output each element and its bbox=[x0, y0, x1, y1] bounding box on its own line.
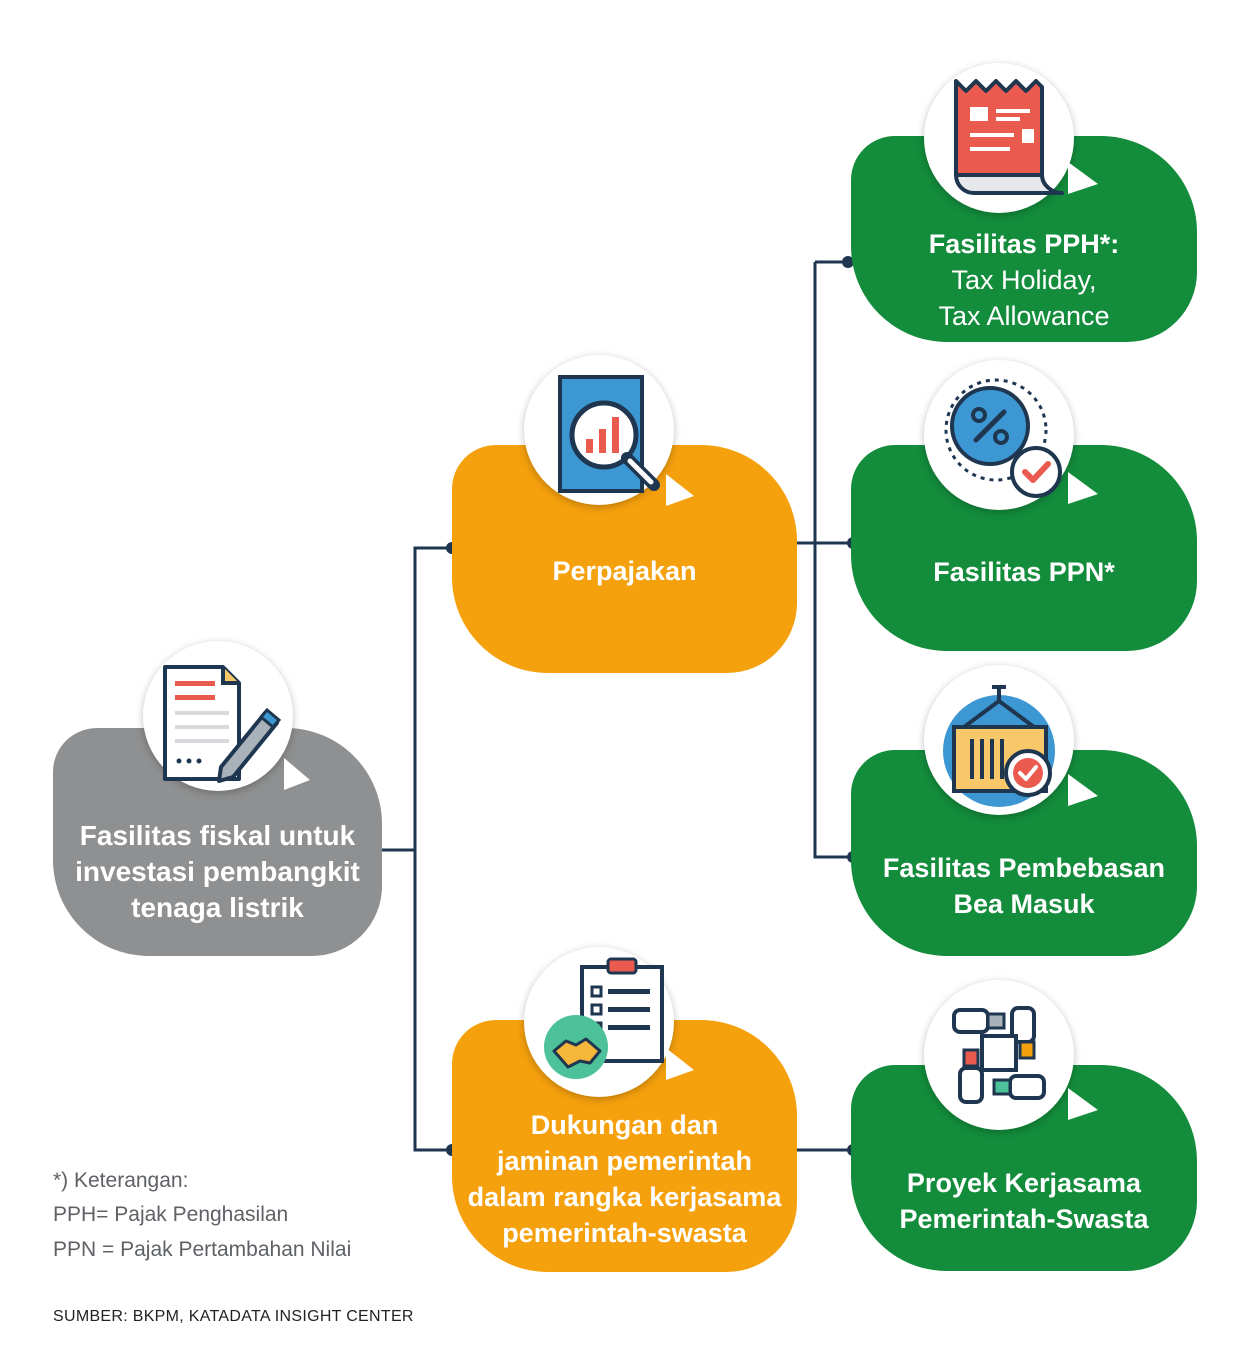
receipt-icon bbox=[954, 79, 1064, 195]
pph-node: Fasilitas PPH*: Tax Holiday, Tax Allowan… bbox=[851, 136, 1197, 342]
pph-title: Fasilitas PPH*: bbox=[928, 229, 1120, 259]
dukungan-label-line-1: Dukungan dan bbox=[530, 1110, 719, 1140]
handshake-clipboard-icon bbox=[544, 957, 664, 1079]
root-label-line-2: investasi pembangkit bbox=[75, 856, 360, 887]
hands-cooperation-icon bbox=[952, 1006, 1046, 1104]
perpajakan-label: Perpajakan bbox=[552, 556, 697, 586]
pph-bubble-tail bbox=[1068, 162, 1098, 194]
perpajakan-icon-bubble bbox=[524, 355, 674, 505]
bea-masuk-bubble-tail bbox=[1068, 774, 1098, 806]
report-magnifier-icon bbox=[558, 375, 660, 493]
dukungan-icon-bubble bbox=[524, 947, 674, 1097]
pph-icon-bubble bbox=[924, 63, 1074, 213]
notes-heading: *) Keterangan: bbox=[53, 1169, 189, 1192]
root-label-line-3: tenaga listrik bbox=[131, 892, 304, 923]
kps-label-line-2: Pemerintah-Swasta bbox=[899, 1204, 1149, 1234]
kps-icon-bubble bbox=[924, 980, 1074, 1130]
kps-bubble-tail bbox=[1068, 1088, 1098, 1120]
bea-masuk-icon-bubble bbox=[924, 665, 1074, 815]
bea-label-line-1: Fasilitas Pembebasan bbox=[882, 853, 1166, 883]
perpajakan-bubble-tail bbox=[666, 474, 694, 506]
ppn-bubble-tail bbox=[1068, 472, 1098, 504]
root-label-line-1: Fasilitas fiskal untuk bbox=[79, 820, 356, 851]
dukungan-bubble-tail bbox=[666, 1048, 694, 1080]
pph-line-1: Tax Holiday, bbox=[951, 265, 1097, 295]
kps-label-line-1: Proyek Kerjasama bbox=[906, 1168, 1142, 1198]
root-bubble-tail bbox=[284, 758, 310, 790]
ppn-icon-bubble bbox=[924, 360, 1074, 510]
root-node: Fasilitas fiskal untuk investasi pembang… bbox=[53, 728, 382, 956]
dukungan-label-line-3: dalam rangka kerjasama bbox=[467, 1182, 782, 1212]
notes-ppn: PPN = Pajak Pertambahan Nilai bbox=[53, 1238, 352, 1261]
dukungan-label-line-2: jaminan pemerintah bbox=[496, 1146, 753, 1176]
root-icon-bubble bbox=[143, 641, 293, 791]
pph-line-2: Tax Allowance bbox=[938, 301, 1110, 331]
dukungan-label-line-4: pemerintah-swasta bbox=[502, 1218, 747, 1248]
document-pen-icon bbox=[163, 665, 282, 783]
container-check-icon bbox=[943, 685, 1055, 807]
bea-label-line-2: Bea Masuk bbox=[953, 889, 1095, 919]
notes-pph: PPH= Pajak Penghasilan bbox=[53, 1203, 289, 1226]
dukungan-node: Dukungan dan jaminan pemerintah dalam ra… bbox=[452, 1020, 797, 1272]
percent-check-icon bbox=[944, 378, 1062, 498]
source-credit: SUMBER: BKPM, KATADATA INSIGHT CENTER bbox=[53, 1308, 414, 1325]
ppn-label: Fasilitas PPN* bbox=[933, 557, 1115, 587]
